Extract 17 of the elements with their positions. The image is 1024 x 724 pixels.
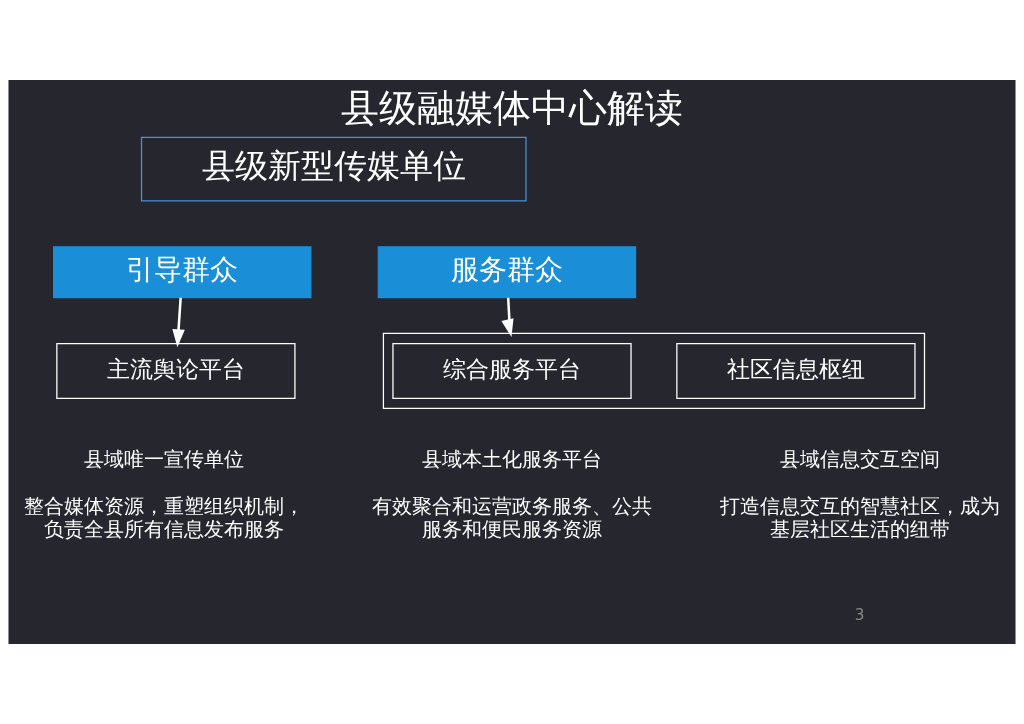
- diagram-title: 县级融媒体中心解读: [341, 85, 683, 130]
- label: 3: [854, 605, 865, 624]
- node-box: 综合服务平台: [392, 342, 632, 399]
- node-label: 县域本土化服务平台: [422, 446, 602, 471]
- arrow: [501, 297, 514, 338]
- node-box: 服务群众: [377, 246, 637, 299]
- node-box: 社区信息枢纽: [676, 342, 916, 399]
- node-box: 引导群众: [53, 246, 312, 299]
- cluster: [382, 332, 926, 410]
- node-box: 主流舆论平台: [56, 342, 296, 399]
- arrow: [172, 297, 185, 348]
- node-label: 打造信息交互的智慧社区，成为基层社区生活的纽带: [719, 493, 1000, 541]
- node-label: 有效聚合和运营政务服务、公共服务和便民服务资源: [372, 493, 652, 541]
- node-label: 县域信息交互空间: [779, 446, 940, 471]
- node-label: 整合媒体资源，重塑组织机制，负责全县所有信息发布服务: [24, 493, 305, 541]
- node-label: 县域唯一宣传单位: [84, 446, 245, 471]
- node-box: 县级新型传媒单位: [140, 136, 527, 202]
